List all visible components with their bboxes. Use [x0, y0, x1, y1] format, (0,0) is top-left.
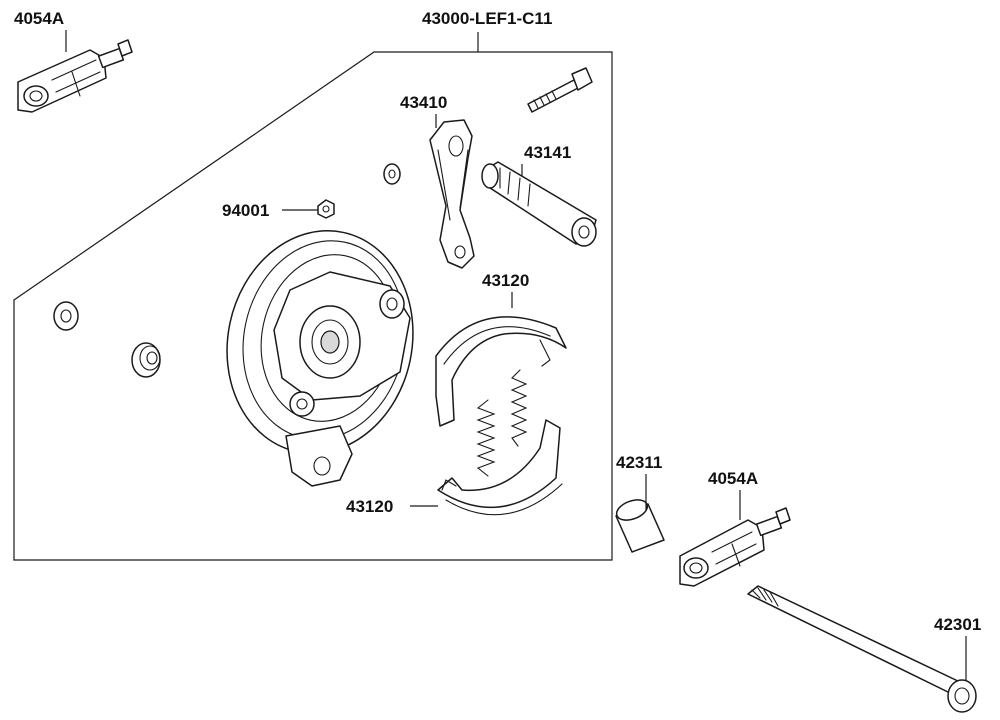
leader-lines [65, 30, 967, 680]
label-brake-shoe-lower: 43120 [346, 497, 393, 516]
washer-left-part[interactable] [53, 301, 79, 331]
label-brake-arm: 43410 [400, 93, 447, 112]
nut-part[interactable] [317, 199, 335, 219]
label-chain-adjuster-bottom: 4054A [708, 469, 758, 488]
chain-adjuster-top-part[interactable] [17, 39, 133, 113]
label-nut: 94001 [222, 201, 269, 220]
axle-part[interactable] [747, 585, 977, 713]
bolt-part[interactable] [527, 67, 593, 113]
collar-part[interactable] [614, 496, 665, 553]
label-collar: 42311 [616, 453, 662, 472]
label-brake-panel-assembly: 43000-LEF1-C11 [422, 9, 552, 28]
brake-shoe-lower-part[interactable] [437, 419, 563, 516]
oil-seal-part[interactable] [131, 342, 161, 378]
spring-left-part[interactable] [476, 399, 496, 477]
spring-right-part[interactable] [510, 369, 528, 447]
label-axle: 42301 [934, 615, 981, 634]
brake-panel-part[interactable] [207, 213, 434, 487]
brake-shoe-upper-part[interactable] [435, 316, 567, 427]
label-brake-shoe-upper: 43120 [482, 271, 529, 290]
label-brake-cam: 43141 [524, 143, 571, 162]
brake-arm-part[interactable] [429, 119, 475, 269]
callout-labels: 4054A 43000-LEF1-C11 43410 43141 94001 4… [14, 9, 981, 634]
washer-small-part[interactable] [383, 163, 401, 185]
brake-cam-part[interactable] [481, 161, 597, 247]
chain-adjuster-bottom-part[interactable] [679, 507, 791, 587]
assembly-outline [13, 51, 613, 561]
label-chain-adjuster-top: 4054A [14, 9, 64, 28]
